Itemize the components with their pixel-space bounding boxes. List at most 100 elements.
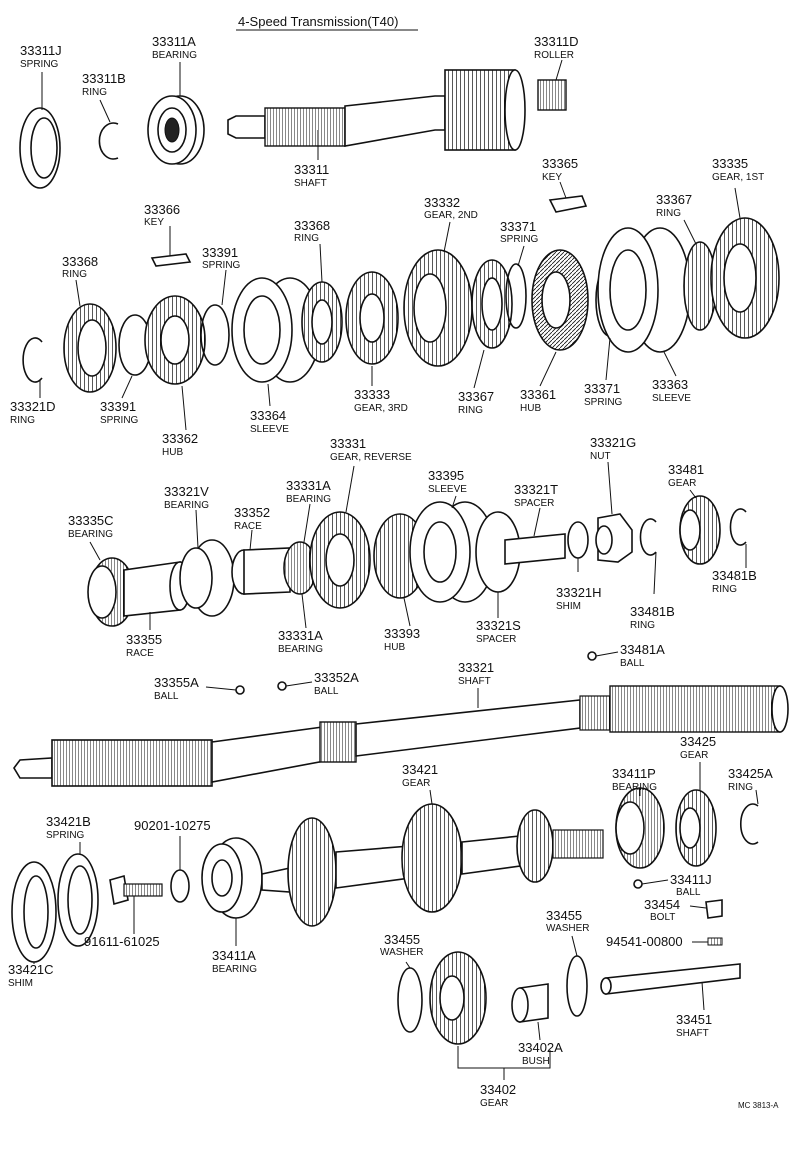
label-33454: 33454 [644,897,680,912]
label-33335C: 33335C [68,513,114,528]
label-33425A: 33425A [728,766,773,781]
label-33311D: 33311D [534,34,579,49]
label-33411P: 33411P [612,766,656,781]
label-33331: 33331 [330,436,366,451]
label-33481B-left: 33481B [630,604,675,619]
bolt-33454-drawing [705,899,723,919]
ring-33481B-right-drawing [729,508,747,546]
label-33366-name: KEY [144,217,164,228]
label-33352A: 33352A [314,670,359,685]
key-33366-drawing [150,253,192,267]
leader-lines [33,59,759,1080]
label-33421B: 33421B [46,814,91,829]
label-33364: 33364 [250,408,286,423]
label-33368-left: 33368 [62,254,98,269]
label-33355A: 33355A [154,675,199,690]
label-33352-name: RACE [234,521,262,532]
label-33363: 33363 [652,377,688,392]
label-33363-name: SLEEVE [652,393,691,404]
label-33421C: 33421C [8,962,54,977]
label-33321G: 33321G [590,435,636,450]
label-33367-top-name: RING [656,208,681,219]
spring-33371-left-drawing [505,263,527,329]
label-33361: 33361 [520,387,556,402]
label-33366: 33366 [144,202,180,217]
gear-33332-drawing [403,249,473,367]
label-33321D: 33321D [10,399,56,414]
label-33335-name: GEAR, 1ST [712,172,764,183]
ring-33311B-drawing [98,122,119,160]
label-33391-top-name: SPRING [202,260,241,271]
label-33321T-name: SPACER [514,498,554,509]
gear-33481-drawing [679,495,721,565]
bearing-33321V-drawing [179,539,235,617]
label-33333: 33333 [354,387,390,402]
label-33402-name: GEAR [480,1098,508,1109]
label-33481B-left-name: RING [630,620,655,631]
label-33311J: 33311J [20,43,62,58]
label-33321S-name: SPACER [476,634,516,645]
label-33393: 33393 [384,626,420,641]
label-33391-bottom-name: SPRING [100,415,139,426]
label-33451: 33451 [676,1012,712,1027]
label-33362: 33362 [162,431,198,446]
label-33425: 33425 [680,734,716,749]
ring-33481B-left-drawing [639,518,657,556]
key-33365-drawing [548,195,588,213]
label-33454-name: BOLT [650,912,675,923]
label-33335: 33335 [712,156,748,171]
label-33364-name: SLEEVE [250,424,289,435]
pin-94541-drawing [707,937,723,946]
label-33333-name: GEAR, 3RD [354,403,408,414]
label-33371-bottom-name: SPRING [584,397,623,408]
label-33395: 33395 [428,468,464,483]
ball-33481A-drawing [587,651,597,661]
label-33455-left-name: WASHER [380,947,424,958]
ring-33321D-drawing [22,337,43,383]
label-33451-name: SHAFT [676,1028,709,1039]
gear-33331-drawing [309,511,371,609]
label-33311B: 33311B [82,71,126,86]
label-33367-bottom-name: RING [458,405,483,416]
label-33321V: 33321V [164,484,209,499]
ball-33355A-drawing [235,685,245,695]
label-33481A-name: BALL [620,658,645,669]
label-33311: 33311 [294,162,329,177]
label-33321T: 33321T [514,482,558,497]
ring-33367-left-drawing [471,259,513,349]
label-33367-bottom: 33367 [458,389,494,404]
label-33455-left: 33455 [384,932,420,947]
label-33311A-name: BEARING [152,50,197,61]
label-33331A-top-name: BEARING [286,494,331,505]
label-33367-top: 33367 [656,192,692,207]
label-33421-name: GEAR [402,778,430,789]
ring-33425A-drawing [739,803,759,845]
hub-33362-drawing [144,295,206,385]
label-33421C-name: SHIM [8,978,33,989]
label-90201-10275: 90201-10275 [134,818,211,833]
label-33355-name: RACE [126,648,154,659]
shim-33321H-drawing [567,521,589,559]
label-33371-top: 33371 [500,219,536,234]
label-33331A-bottom: 33331A [278,628,323,643]
label-33425A-name: RING [728,782,753,793]
gear-33421-drawing [261,803,604,927]
diagram-title: 4-Speed Transmission(T40) [238,14,398,29]
ring-33368-left-drawing [63,303,117,393]
label-33355A-name: BALL [154,691,179,702]
label-33411A-name: BEARING [212,964,257,975]
label-33368-right: 33368 [294,218,330,233]
spring-33311J-drawing [19,107,61,189]
label-33321H-name: SHIM [556,601,581,612]
bearing-33311A-drawing [147,95,205,165]
label-33331A-bottom-name: BEARING [278,644,323,655]
label-33321-name: SHAFT [458,676,491,687]
label-33321S: 33321S [476,618,521,633]
gear-33333-drawing [345,271,399,365]
label-33331-name: GEAR, REVERSE [330,452,412,463]
label-33311J-name: SPRING [20,59,59,70]
ball-33352A-drawing [277,681,287,691]
label-33368-left-name: RING [62,269,87,280]
label-33321D-name: RING [10,415,35,426]
